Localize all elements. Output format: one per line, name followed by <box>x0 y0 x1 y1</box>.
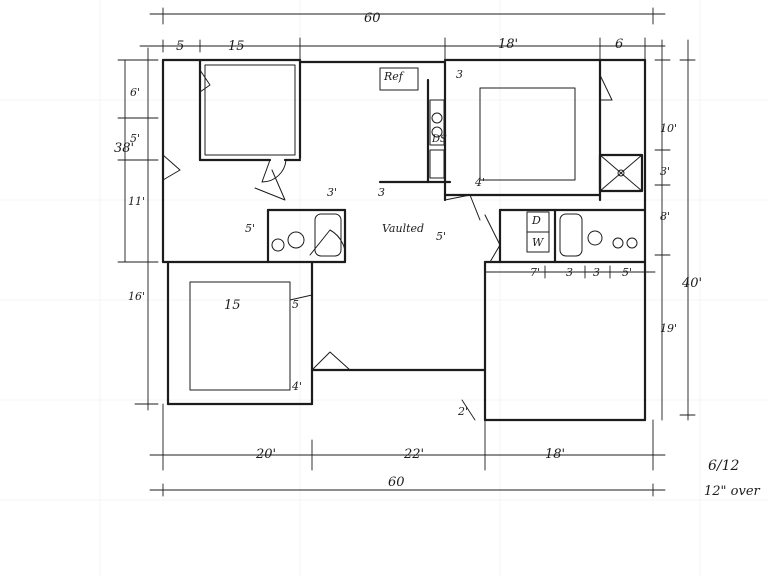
dim-right-3: 3' <box>660 165 670 178</box>
dim-bottom-22: 22' <box>403 447 424 462</box>
roof-pitch-note: 6/12 <box>708 458 740 474</box>
dim-overall-bottom: 60 <box>388 475 405 490</box>
dim-top-3: 3 <box>456 68 463 81</box>
dim-left-6: 6' <box>130 86 140 99</box>
dim-row-5: 5' <box>622 266 632 279</box>
dim-kitchen-3: 3 <box>378 186 385 199</box>
dim-top-15: 15 <box>228 39 245 54</box>
fixtures <box>189 64 643 391</box>
dim-bath-5: 5' <box>245 222 255 235</box>
dim-garage-2: 2' <box>457 405 468 418</box>
dim-bed-5: 5 <box>292 298 299 311</box>
label-ds: DS <box>431 134 447 145</box>
dim-right-40: 40' <box>681 276 702 291</box>
label-dryer: D <box>531 214 541 227</box>
label-ref: Ref <box>383 70 405 83</box>
dim-top-5: 5 <box>176 39 184 54</box>
dim-right-8: 8' <box>660 210 670 223</box>
dim-hall-4: 4' <box>474 176 485 189</box>
dim-left-16: 16' <box>128 290 145 303</box>
labels: 60 5 15 18' 6 38' 6' 5' 11' 16' 10' 3' 8… <box>114 11 761 499</box>
dim-hall-5: 5' <box>436 230 446 243</box>
overhang-note: 12" over <box>704 484 761 499</box>
dimension-lines <box>117 7 696 497</box>
dim-bed-15: 15 <box>224 298 241 313</box>
dim-top-18: 18' <box>498 37 518 52</box>
dim-left-38: 38' <box>114 141 134 156</box>
dim-bottom-18: 18' <box>545 447 565 462</box>
label-vaulted: Vaulted <box>382 222 424 235</box>
dim-bottom-20: 20' <box>255 447 276 462</box>
label-washer: W <box>532 236 545 249</box>
walls <box>161 58 647 422</box>
door-swings <box>162 69 613 371</box>
dim-overall-top: 60 <box>364 11 381 26</box>
dim-right-19: 19' <box>660 322 677 335</box>
dim-right-10: 10' <box>660 122 677 135</box>
dim-top-6: 6 <box>615 37 623 52</box>
dim-left-11: 11' <box>128 195 145 208</box>
dim-bath-3: 3' <box>327 186 337 199</box>
dim-row-7: 7' <box>530 266 540 279</box>
dim-row-3b: 3 <box>593 266 600 279</box>
dim-closet-4: 4' <box>291 380 302 393</box>
dim-left-5: 5' <box>130 132 140 145</box>
dim-row-3a: 3 <box>566 266 573 279</box>
